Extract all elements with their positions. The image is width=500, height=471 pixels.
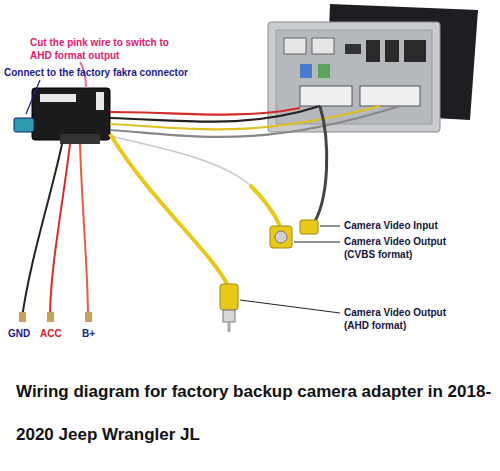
port-label: Camera Video Output (AHD format) [344,306,462,332]
head-unit [268,22,440,132]
wire-bundle [110,106,400,185]
rca-plug [220,284,238,310]
wire-label: GND [8,327,38,340]
adapter-box [32,88,110,140]
harness-plug [300,86,352,106]
wire-label: B+ [82,327,112,340]
fakra-connector [14,118,34,132]
port-label: Camera Video Output (CVBS format) [344,235,462,261]
harness-plug [360,86,420,106]
power-wires [22,144,88,318]
callout-note: Connect to the factory fakra connector [4,66,214,79]
rca-connector [300,220,318,234]
wire-label: ACC [40,327,70,340]
port-label: Camera Video Input [344,219,494,232]
callout-note: Cut the pink wire to switch to AHD forma… [30,36,190,62]
leader-line [240,226,340,313]
diagram-title: Wiring diagram for factory backup camera… [16,370,492,456]
video-cable [110,106,327,286]
leader-line [26,80,40,114]
rca-connector [270,226,292,248]
